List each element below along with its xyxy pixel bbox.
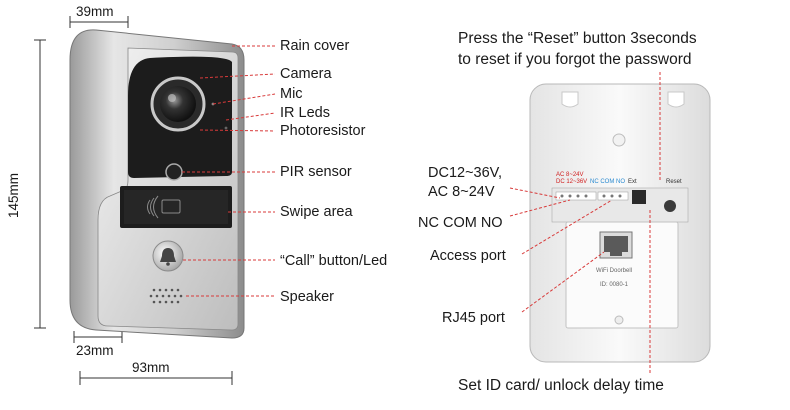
label-reset-line2: to reset if you forgot the password xyxy=(458,51,692,68)
label-dc-line1: DC12~36V, xyxy=(428,165,503,181)
label-ir-leds: IR Leds xyxy=(280,105,330,121)
label-speaker: Speaker xyxy=(280,289,335,305)
callouts-right xyxy=(509,72,661,374)
dim-bottom-depth: 23mm xyxy=(76,343,114,358)
label-rj45-port: RJ45 port xyxy=(442,310,505,326)
dim-width: 93mm xyxy=(132,360,170,375)
board-nc-text: NC COM NO xyxy=(590,179,625,185)
bell-icon xyxy=(160,248,176,266)
dim-height: 145mm xyxy=(6,172,21,218)
label-set-id: Set ID card/ unlock delay time xyxy=(458,377,664,394)
label-nc-com-no: NC COM NO xyxy=(418,215,503,231)
dim-top-width: 39mm xyxy=(76,4,114,19)
board-id-text: ID: 0080-1 xyxy=(600,282,629,288)
label-reset-line1: Press the “Reset” button 3seconds xyxy=(458,30,697,47)
board-reset-text: Reset xyxy=(666,179,682,185)
speaker-grille xyxy=(149,288,183,304)
board-ac-text: AC 8~24V xyxy=(556,172,584,178)
label-swipe-area: Swipe area xyxy=(280,204,353,220)
doorbell-front xyxy=(69,29,245,339)
dim-lines-left xyxy=(34,16,233,385)
rfid-icon xyxy=(147,195,181,219)
label-photoresistor: Photoresistor xyxy=(280,123,366,139)
label-mic: Mic xyxy=(280,86,303,102)
label-pir-sensor: PIR sensor xyxy=(280,164,352,180)
doorbell-back xyxy=(529,83,711,363)
board-wifi-text: WiFi Doorbell xyxy=(596,268,633,274)
board-ext-text: Ext xyxy=(628,179,637,185)
label-dc-line2: AC 8~24V xyxy=(428,184,495,200)
label-call-button: “Call” button/Led xyxy=(280,253,388,269)
label-rain-cover: Rain cover xyxy=(280,38,350,54)
label-camera: Camera xyxy=(280,66,332,82)
label-access-port: Access port xyxy=(430,248,506,264)
board-dc-text: DC 12~36V xyxy=(556,179,588,185)
callouts-left xyxy=(182,45,276,297)
